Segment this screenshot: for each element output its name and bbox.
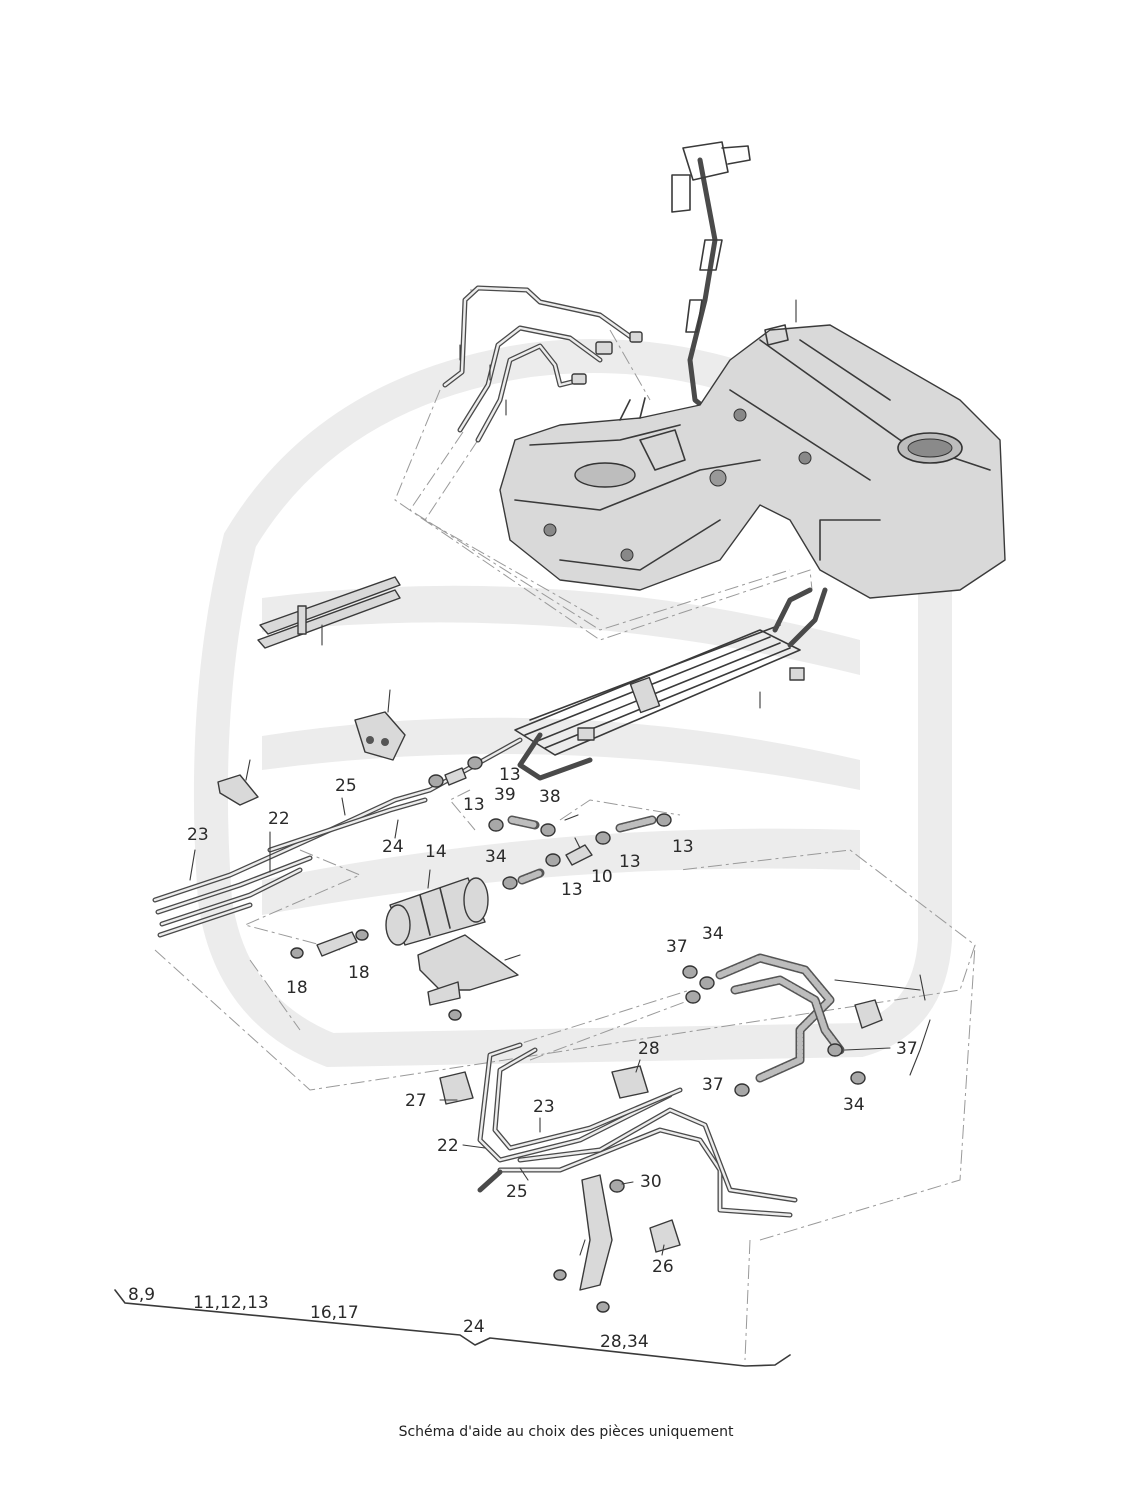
label-30: 30: [640, 1172, 662, 1192]
ref-label-28-34: 28,34: [600, 1332, 649, 1352]
rear-fuel-lines: [439, 953, 931, 1313]
label-37: 37: [896, 1039, 918, 1059]
caption: Schéma d'aide au choix des pièces unique…: [398, 1424, 734, 1440]
label-13: 13: [619, 852, 641, 872]
fuel-tank: [499, 299, 1006, 599]
label-18: 18: [348, 963, 370, 983]
leader-lines: [154, 289, 976, 1361]
label-18: 18: [286, 978, 308, 998]
label-25: 25: [335, 776, 357, 796]
bottom-reference-line: [114, 1289, 791, 1367]
label-14: 14: [425, 842, 447, 862]
label-13: 13: [672, 837, 694, 857]
ref-label-16-17: 16,17: [310, 1303, 359, 1323]
label-28: 28: [638, 1039, 660, 1059]
fuel-filter: [290, 877, 521, 1021]
ref-label-8-9: 8,9: [128, 1285, 155, 1305]
label-24: 24: [382, 837, 404, 857]
label-34: 34: [485, 847, 507, 867]
filler-neck: [671, 141, 751, 423]
label-27: 27: [405, 1091, 427, 1111]
label-25: 25: [506, 1182, 528, 1202]
tank-strap: [257, 576, 401, 649]
label-26: 26: [652, 1257, 674, 1277]
label-39: 39: [494, 785, 516, 805]
label-13: 13: [463, 795, 485, 815]
label-23: 23: [187, 825, 209, 845]
label-37: 37: [702, 1075, 724, 1095]
label-23: 23: [533, 1097, 555, 1117]
clips: [217, 689, 406, 806]
label-38: 38: [539, 787, 561, 807]
label-22: 22: [268, 809, 290, 829]
label-34: 34: [843, 1095, 865, 1115]
vent-lines: [442, 285, 643, 443]
ref-label-24: 24: [463, 1317, 485, 1337]
main-fuel-lines: [152, 737, 523, 938]
label-leaders: [189, 797, 665, 1256]
connectors-upper: [428, 756, 672, 890]
label-34: 34: [702, 924, 724, 944]
ref-label-11-12-13: 11,12,13: [193, 1293, 269, 1313]
label-13: 13: [499, 765, 521, 785]
label-13: 13: [561, 880, 583, 900]
label-37: 37: [666, 937, 688, 957]
part-labels: 13 13 39 38 25 22 23 24 14 34 13 13 10 1…: [128, 765, 918, 1352]
fuel-line-bundle: [514, 587, 828, 781]
label-10: 10: [591, 867, 613, 887]
label-22: 22: [437, 1136, 459, 1156]
watermark-waves: [262, 585, 860, 915]
